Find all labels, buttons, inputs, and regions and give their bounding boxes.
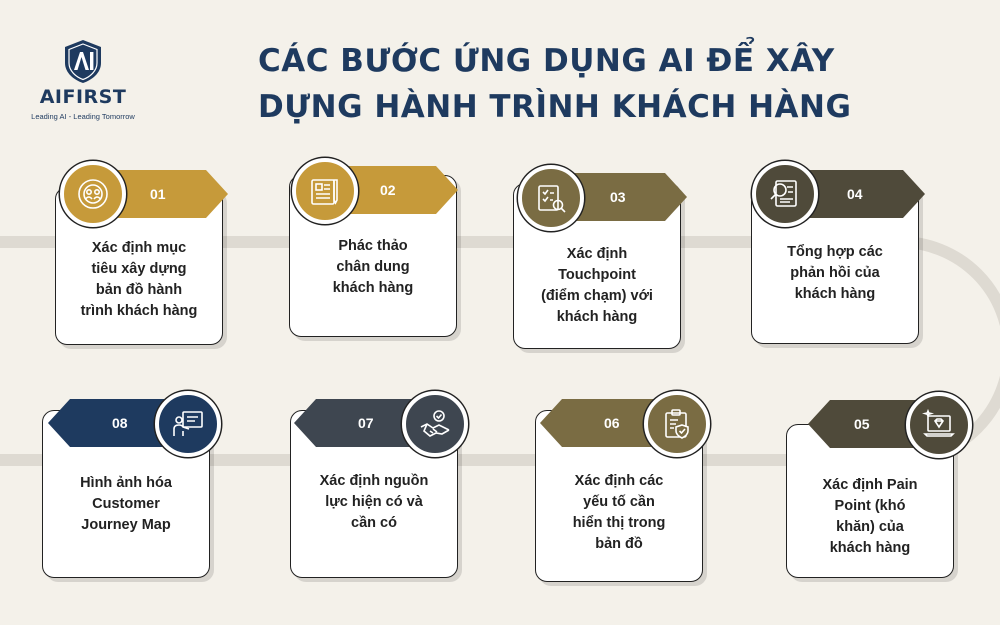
step-number: 07 — [358, 415, 374, 431]
step-number-banner: 03 — [550, 173, 687, 221]
step-number: 01 — [150, 186, 166, 202]
step-number: 02 — [380, 182, 396, 198]
title-line-1: CÁC BƯỚC ỨNG DỤNG AI ĐỂ XÂY — [258, 43, 835, 79]
step-icon-circle — [60, 161, 126, 227]
handshake-icon — [420, 410, 450, 437]
clipboard-shield-icon — [665, 409, 689, 439]
title-line-2: DỰNG HÀNH TRÌNH KHÁCH HÀNG — [258, 89, 852, 125]
profile-document-icon — [311, 179, 338, 205]
step-icon-circle — [906, 392, 972, 458]
brand-name: AIFIRST — [39, 86, 127, 108]
shield-logo-icon — [65, 40, 101, 83]
step-number: 08 — [112, 415, 128, 431]
step-number-banner: 08 — [48, 399, 188, 447]
step-number-banner: 01 — [90, 170, 228, 218]
step-icon-circle — [644, 391, 710, 457]
step-icon-circle — [292, 158, 358, 224]
step-number: 04 — [847, 186, 863, 202]
step-number: 03 — [610, 189, 626, 205]
step-icon-circle — [752, 161, 818, 227]
step-icon-circle — [518, 165, 584, 231]
target-people-icon — [78, 179, 108, 209]
step-number-banner: 04 — [785, 170, 925, 218]
step-number: 06 — [604, 415, 620, 431]
brand-logo: AIFIRST Leading AI - Leading Tomorrow — [28, 38, 138, 121]
presentation-person-icon — [173, 411, 203, 436]
magnifier-document-icon — [770, 180, 797, 207]
brand-tagline: Leading AI - Leading Tomorrow — [31, 112, 135, 121]
checklist-search-icon — [538, 185, 566, 213]
step-number-banner: 07 — [294, 399, 434, 447]
step-number: 05 — [854, 416, 870, 432]
step-icon-circle — [155, 391, 221, 457]
page-title: CÁC BƯỚC ỨNG DỤNG AI ĐỂ XÂY DỰNG HÀNH TR… — [258, 38, 858, 130]
laptop-diamond-icon — [922, 408, 955, 437]
step-icon-circle — [402, 391, 468, 457]
